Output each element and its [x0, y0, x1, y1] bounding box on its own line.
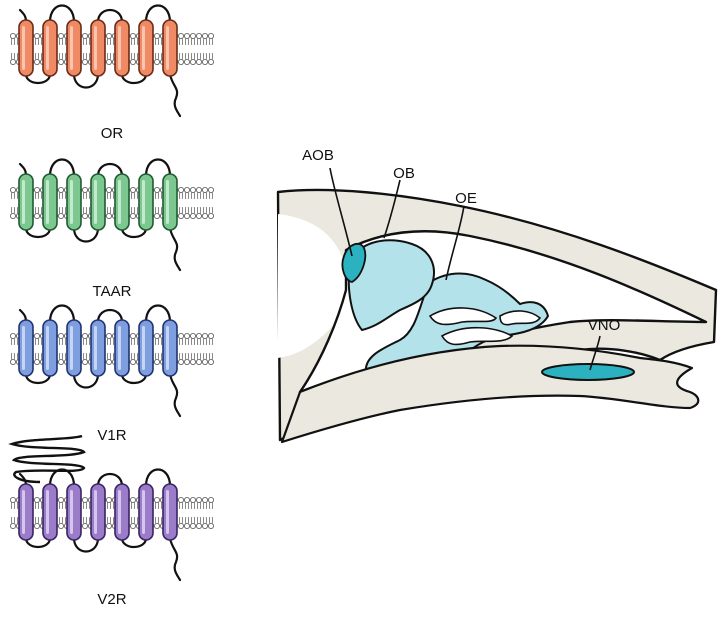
transmembrane-helix: [139, 174, 153, 230]
helix-highlight: [166, 180, 169, 224]
membrane-bilayer: [10, 187, 213, 218]
transmembrane-helix: [19, 320, 33, 376]
transmembrane-helix: [19, 20, 33, 76]
transmembrane-helix: [43, 320, 57, 376]
transmembrane-helix: [139, 320, 153, 376]
receptor-or: OR: [10, 6, 213, 143]
helix-highlight: [46, 26, 49, 70]
helix-highlight: [118, 490, 121, 534]
transmembrane-helix: [163, 174, 177, 230]
helix-highlight: [166, 490, 169, 534]
aob-label: AOB: [302, 147, 334, 164]
transmembrane-helix: [67, 174, 81, 230]
transmembrane-helix: [67, 320, 81, 376]
helix-highlight: [70, 26, 73, 70]
transmembrane-helix: [67, 484, 81, 540]
helix-highlight: [142, 180, 145, 224]
transmembrane-helix: [139, 484, 153, 540]
receptor-label: V2R: [97, 591, 126, 608]
helix-highlight: [70, 490, 73, 534]
helix-highlight: [142, 26, 145, 70]
transmembrane-helix: [67, 20, 81, 76]
helix-highlight: [166, 326, 169, 370]
transmembrane-helix: [19, 484, 33, 540]
oe-label: OE: [455, 190, 477, 207]
helix-highlight: [94, 326, 97, 370]
transmembrane-helix: [91, 20, 105, 76]
helix-highlight: [22, 326, 25, 370]
helix-highlight: [22, 490, 25, 534]
transmembrane-helix: [115, 484, 129, 540]
transmembrane-helix: [115, 20, 129, 76]
helix-highlight: [46, 326, 49, 370]
helix-highlight: [166, 26, 169, 70]
helix-highlight: [46, 180, 49, 224]
transmembrane-helix: [43, 174, 57, 230]
transmembrane-helix: [91, 484, 105, 540]
receptor-taar: TAAR: [10, 160, 213, 301]
receptor-v2r: V2R: [10, 436, 213, 608]
helix-highlight: [22, 26, 25, 70]
helix-highlight: [70, 180, 73, 224]
transmembrane-helix: [115, 174, 129, 230]
transmembrane-helix: [163, 320, 177, 376]
transmembrane-helix: [163, 484, 177, 540]
helix-highlight: [118, 326, 121, 370]
transmembrane-helix: [139, 20, 153, 76]
membrane-bilayer: [10, 333, 213, 364]
receptor-label: V1R: [97, 427, 126, 444]
helix-highlight: [94, 180, 97, 224]
receptor-panel: OR TAAR V1R V2R: [10, 6, 213, 609]
vno-label: VNO: [588, 317, 621, 334]
nasal-anatomy: AOB OB OE VNO: [278, 147, 716, 442]
ob-label: OB: [393, 165, 415, 182]
transmembrane-helix: [163, 20, 177, 76]
membrane-bilayer: [10, 497, 213, 528]
transmembrane-helix: [43, 484, 57, 540]
transmembrane-helix: [91, 320, 105, 376]
n-terminal-domain: [12, 436, 84, 482]
helix-highlight: [46, 490, 49, 534]
membrane-bilayer: [10, 33, 213, 64]
helix-highlight: [94, 490, 97, 534]
helix-highlight: [118, 180, 121, 224]
receptor-label: OR: [101, 125, 124, 142]
helix-highlight: [142, 326, 145, 370]
vomeronasal-organ: [542, 364, 634, 380]
transmembrane-helix: [19, 174, 33, 230]
helix-highlight: [118, 26, 121, 70]
transmembrane-helix: [43, 20, 57, 76]
transmembrane-helix: [91, 174, 105, 230]
receptor-label: TAAR: [93, 283, 132, 300]
helix-highlight: [70, 326, 73, 370]
transmembrane-helix: [115, 320, 129, 376]
receptor-v1r: V1R: [10, 306, 213, 445]
helix-highlight: [22, 180, 25, 224]
helix-highlight: [142, 490, 145, 534]
helix-highlight: [94, 26, 97, 70]
